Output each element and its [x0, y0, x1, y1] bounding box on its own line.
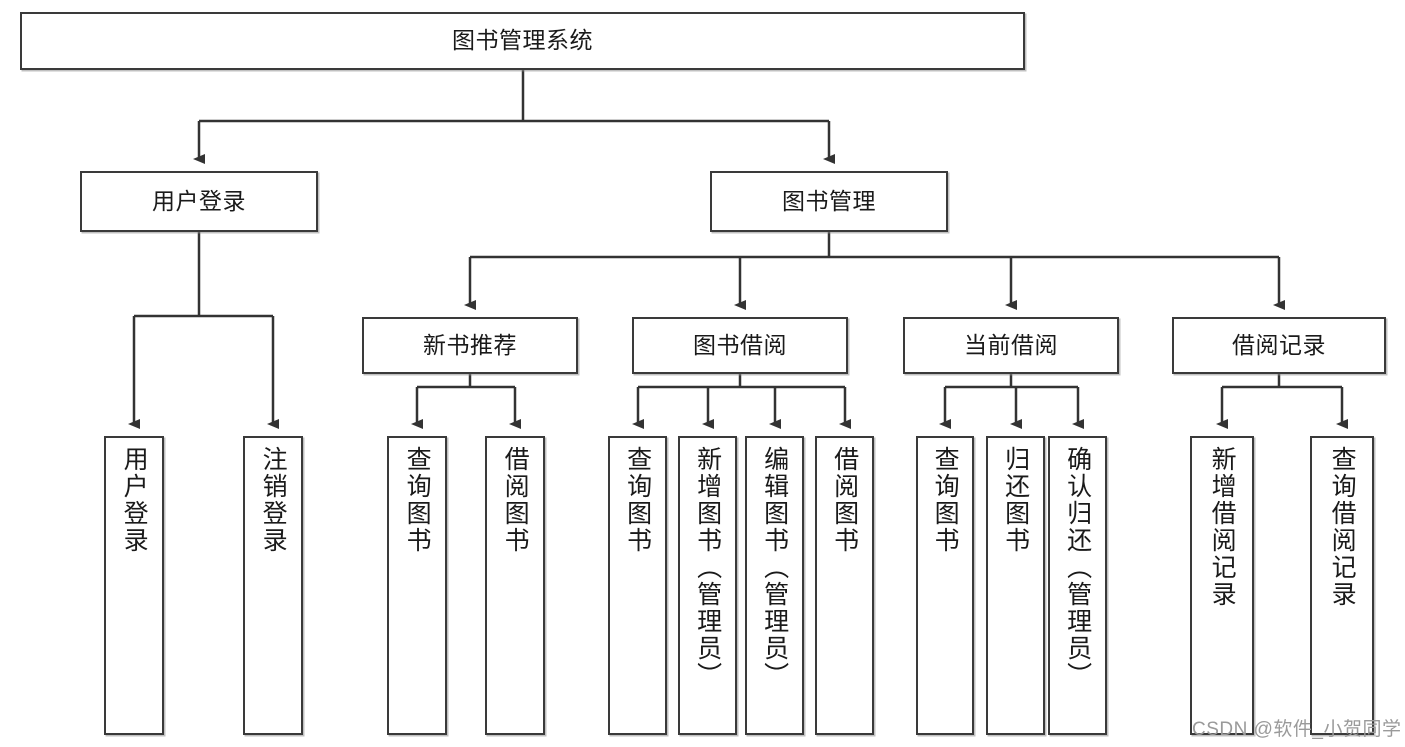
- csdn-watermark: CSDN @软件_小贺同学: [1192, 719, 1402, 740]
- node-new-book-rec[interactable]: 新书推荐: [362, 317, 578, 374]
- node-leaf-borrow-2[interactable]: 借阅图书: [815, 436, 874, 735]
- node-book-manage[interactable]: 图书管理: [710, 171, 948, 232]
- node-label: 新书推荐: [423, 331, 517, 358]
- node-label: 新增借阅记录: [1208, 446, 1237, 608]
- node-label: 图书借阅: [693, 331, 787, 358]
- node-label: 确认归还（管理员）: [1063, 446, 1092, 689]
- node-label: 借阅记录: [1232, 331, 1326, 358]
- node-label: 借阅图书: [501, 446, 530, 554]
- node-leaf-logout[interactable]: 注销登录: [243, 436, 303, 735]
- node-leaf-borrow-1[interactable]: 借阅图书: [485, 436, 545, 735]
- node-borrow-record[interactable]: 借阅记录: [1172, 317, 1386, 374]
- node-label: 查询借阅记录: [1328, 446, 1357, 608]
- node-label: 当前借阅: [964, 331, 1058, 358]
- node-user-login[interactable]: 用户登录: [80, 171, 318, 232]
- node-label: 注销登录: [259, 446, 288, 554]
- node-label: 查询图书: [931, 446, 960, 554]
- node-label: 借阅图书: [830, 446, 859, 554]
- node-label: 归还图书: [1001, 446, 1030, 554]
- node-leaf-query-2[interactable]: 查询图书: [608, 436, 667, 735]
- node-label: 新增图书（管理员）: [693, 446, 722, 689]
- node-label: 查询图书: [403, 446, 432, 554]
- node-leaf-user-login[interactable]: 用户登录: [104, 436, 164, 735]
- node-book-borrow[interactable]: 图书借阅: [632, 317, 848, 374]
- node-label: 编辑图书（管理员）: [760, 446, 789, 689]
- node-label: 图书管理系统: [452, 27, 593, 54]
- node-root[interactable]: 图书管理系统: [20, 12, 1025, 70]
- node-leaf-edit-book[interactable]: 编辑图书（管理员）: [745, 436, 804, 735]
- node-leaf-add-rec[interactable]: 新增借阅记录: [1190, 436, 1254, 735]
- node-leaf-query-1[interactable]: 查询图书: [387, 436, 447, 735]
- node-leaf-query-3[interactable]: 查询图书: [916, 436, 974, 735]
- node-label: 图书管理: [782, 187, 876, 214]
- node-leaf-query-rec[interactable]: 查询借阅记录: [1310, 436, 1374, 735]
- node-current-borrow[interactable]: 当前借阅: [903, 317, 1119, 374]
- node-label: 用户登录: [120, 446, 149, 554]
- node-leaf-return[interactable]: 归还图书: [986, 436, 1045, 735]
- node-label: 查询图书: [623, 446, 652, 554]
- node-label: 用户登录: [152, 187, 246, 214]
- node-leaf-confirm[interactable]: 确认归还（管理员）: [1048, 436, 1107, 735]
- node-leaf-add-book[interactable]: 新增图书（管理员）: [678, 436, 737, 735]
